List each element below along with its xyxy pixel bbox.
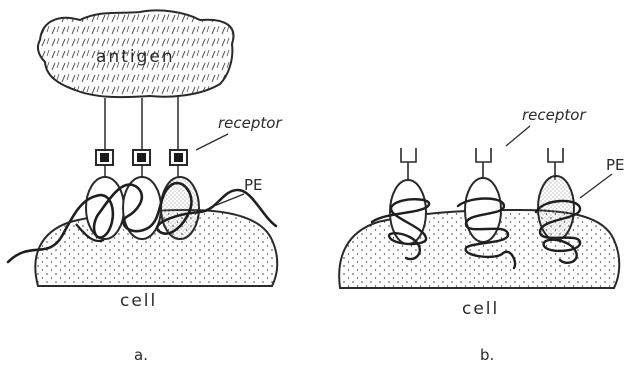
receptor-box <box>137 153 146 162</box>
receptor-box <box>174 153 183 162</box>
pe-label-b: PE <box>606 156 625 174</box>
panel-label-b: b. <box>480 346 494 364</box>
panel-a: antigen receptor PE <box>8 10 282 364</box>
receptor-cups-b <box>401 148 563 180</box>
pe-label-a: PE <box>244 176 263 194</box>
molecule-ellipse <box>161 177 199 239</box>
receptor-stems-a <box>105 96 178 150</box>
panel-b: receptor PE cell b. <box>339 106 624 364</box>
receptor-label-b: receptor <box>522 106 586 124</box>
panel-label-a: a. <box>134 346 148 364</box>
antigen-label: antigen <box>96 47 175 67</box>
molecule-ellipse <box>465 178 501 242</box>
cell-label-a: cell <box>120 291 157 311</box>
molecule-ellipse <box>538 176 574 240</box>
molecule-ellipse <box>86 177 124 239</box>
receptor-box <box>100 153 109 162</box>
receptor-label-a: receptor <box>218 114 282 132</box>
cell-label-b: cell <box>462 299 499 319</box>
